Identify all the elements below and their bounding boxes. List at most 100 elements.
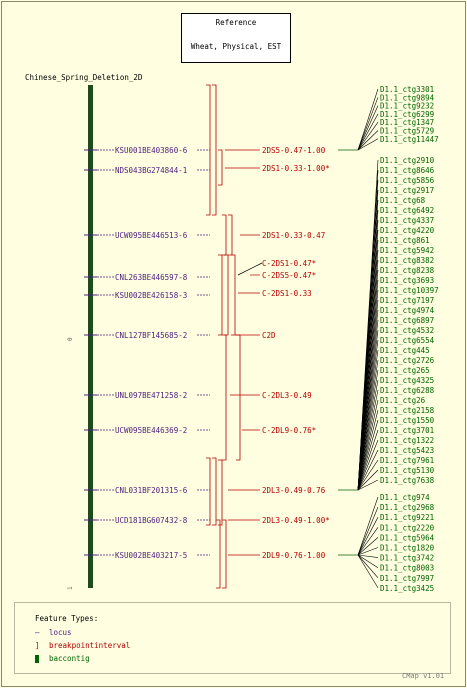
contig-label[interactable]: D1.1_ctg3693 — [380, 276, 434, 285]
locus-label[interactable]: KSU002BE403217-5 — [115, 551, 187, 560]
breakpoint-bracket[interactable] — [231, 254, 236, 336]
contig-label[interactable]: D1.1_ctg9232 — [380, 102, 434, 111]
contig-label[interactable]: D1.1_ctg445 — [380, 346, 430, 355]
locus-label[interactable]: NDS043BG274844-1 — [115, 166, 187, 175]
contig-label[interactable]: D1.1_ctg6492 — [380, 206, 434, 215]
contig-label[interactable]: D1.1_ctg5729 — [380, 127, 434, 136]
breakpoint-label[interactable]: C-2DS5-0.47* — [262, 271, 316, 280]
breakpoint-bracket[interactable] — [222, 519, 227, 589]
contig-label[interactable]: D1.1_ctg5964 — [380, 533, 435, 542]
contig-connector — [357, 496, 379, 556]
contig-label[interactable]: D1.1_ctg26 — [380, 396, 426, 405]
locus-label[interactable]: CNL031BF201315-6 — [115, 486, 188, 495]
cmap-version: CMap v1.01 — [402, 672, 445, 680]
contig-label[interactable]: D1.1_ctg4974 — [380, 306, 435, 315]
contig-connector — [357, 97, 379, 151]
contig-label[interactable]: D1.1_ctg1820 — [380, 544, 435, 553]
contig-label[interactable]: D1.1_ctg2726 — [380, 356, 435, 365]
locus-label[interactable]: CNL263BE446597-8 — [115, 273, 188, 282]
contig-label[interactable]: D1.1_ctg6288 — [380, 386, 435, 395]
contig-label[interactable]: D1.1_ctg3301 — [380, 85, 434, 94]
contig-label[interactable]: D1.1_ctg3425 — [380, 584, 434, 593]
contig-label[interactable]: D1.1_ctg9894 — [380, 93, 435, 102]
locus-swatch-icon: — — [35, 628, 40, 637]
breakpoint-bracket[interactable] — [222, 334, 227, 461]
contig-label[interactable]: D1.1_ctg2158 — [380, 406, 435, 415]
contig-label[interactable]: D1.1_ctg4325 — [380, 376, 434, 385]
breakpoint-bracket[interactable] — [224, 254, 229, 336]
reference-title: Reference — [215, 18, 257, 27]
breakpoint-label[interactable]: 2DL3-0.49-1.00* — [262, 516, 330, 525]
breakpoint-bracket[interactable] — [228, 214, 233, 256]
breakpoint-label[interactable]: 2DS1-0.33-0.47 — [262, 231, 325, 240]
breakpoint-label[interactable]: 2DL9-0.76-1.00 — [262, 551, 326, 560]
contig-label[interactable]: D1.1_ctg10397 — [380, 286, 439, 295]
breakpoint-label[interactable]: C2D — [262, 331, 276, 340]
locus-label[interactable]: UCW095BE446513-6 — [115, 231, 188, 240]
contig-label[interactable]: D1.1_ctg7961 — [380, 456, 434, 465]
contig-label[interactable]: D1.1_ctg8646 — [380, 166, 435, 175]
breakpoint-bracket[interactable] — [222, 214, 227, 256]
contig-label[interactable]: D1.1_ctg5942 — [380, 246, 434, 255]
contig-label[interactable]: D1.1_ctg1347 — [380, 118, 434, 127]
breakpoint-bracket[interactable] — [218, 254, 223, 336]
breakpoint-label[interactable]: 2DS5-0.47-1.00 — [262, 146, 326, 155]
contig-label[interactable]: D1.1_ctg2220 — [380, 523, 435, 532]
contig-label[interactable]: D1.1_ctg8238 — [380, 266, 435, 275]
contig-label[interactable]: D1.1_ctg6554 — [380, 336, 435, 345]
reference-box[interactable]: Reference Wheat, Physical, EST — [181, 13, 291, 63]
contig-label[interactable]: D1.1_ctg861 — [380, 236, 430, 245]
locus-label[interactable]: UNL097BE471258-2 — [115, 391, 187, 400]
contig-label[interactable]: D1.1_ctg7197 — [380, 296, 434, 305]
breakpoint-bracket[interactable] — [212, 84, 217, 216]
contig-label[interactable]: D1.1_ctg8382 — [380, 256, 434, 265]
locus-label[interactable]: KSU001BE403860-6 — [115, 146, 188, 155]
contig-label[interactable]: D1.1_ctg4220 — [380, 226, 435, 235]
breakpoint-bracket[interactable] — [218, 149, 223, 186]
breakpoint-group: 2DS5-0.47-1.00 2DS1-0.33-1.00* 2DS1-0.33-0… — [206, 84, 330, 589]
breakpoint-label[interactable]: C-2DL3-0.49 — [262, 391, 312, 400]
contig-label[interactable]: D1.1_ctg4337 — [380, 216, 434, 225]
contig-label[interactable]: D1.1_ctg9221 — [380, 513, 434, 522]
breakpoint-label[interactable]: 2DL3-0.49-0.76 — [262, 486, 326, 495]
contig-label[interactable]: D1.1_ctg4532 — [380, 326, 434, 335]
locus-label[interactable]: UCW095BE446369-2 — [115, 426, 187, 435]
contig-label[interactable]: D1.1_ctg265 — [380, 366, 430, 375]
contig-label[interactable]: D1.1_ctg5423 — [380, 446, 434, 455]
breakpoint-bracket[interactable] — [212, 457, 217, 526]
contig-label[interactable]: D1.1_ctg974 — [380, 493, 430, 502]
breakpoint-bracket[interactable] — [218, 459, 223, 526]
contig-label[interactable]: D1.1_ctg3701 — [380, 426, 434, 435]
contig-label[interactable]: D1.1_ctg2968 — [380, 503, 435, 512]
contig-label[interactable]: D1.1_ctg11447 — [380, 135, 439, 144]
breakpoint-bracket[interactable] — [206, 457, 211, 526]
map-title[interactable]: Chinese_Spring_Deletion_2D — [25, 73, 143, 82]
contig-label[interactable]: D1.1_ctg3742 — [380, 554, 434, 563]
locus-label[interactable]: CNL127BF145685-2 — [115, 331, 187, 340]
contig-connector — [357, 469, 379, 491]
contig-label[interactable]: D1.1_ctg2910 — [380, 156, 435, 165]
contig-label[interactable]: D1.1_ctg5856 — [380, 176, 435, 185]
contig-connector — [357, 449, 379, 491]
breakpoint-bracket[interactable] — [236, 334, 241, 461]
contig-label[interactable]: D1.1_ctg2917 — [380, 186, 434, 195]
breakpoint-label[interactable]: C-2DL9-0.76* — [262, 426, 316, 435]
contig-label[interactable]: D1.1_ctg68 — [380, 196, 426, 205]
contig-label[interactable]: D1.1_ctg7638 — [380, 476, 435, 485]
contig-label[interactable]: D1.1_ctg1322 — [380, 436, 434, 445]
breakpoint-label[interactable]: C-2DS1-0.33 — [262, 289, 312, 298]
contig-label[interactable]: D1.1_ctg8003 — [380, 564, 434, 573]
breakpoint-label[interactable]: 2DS1-0.33-1.00* — [262, 164, 330, 173]
contig-label[interactable]: D1.1_ctg7997 — [380, 574, 434, 583]
breakpoint-bracket[interactable] — [206, 84, 211, 216]
contig-label[interactable]: D1.1_ctg5130 — [380, 466, 435, 475]
locus-label[interactable]: KSU002BE426158-3 — [115, 291, 187, 300]
contig-label[interactable]: D1.1_ctg6299 — [380, 110, 434, 119]
breakpoint-label[interactable]: C-2DS1-0.47* — [262, 259, 316, 268]
contig-label[interactable]: D1.1_ctg6897 — [380, 316, 434, 325]
locus-label[interactable]: UCD181BG607432-8 — [115, 516, 188, 525]
chromosome-bar[interactable] — [88, 85, 93, 588]
breakpoint-bracket[interactable] — [216, 519, 221, 589]
contig-label[interactable]: D1.1_ctg1550 — [380, 416, 435, 425]
